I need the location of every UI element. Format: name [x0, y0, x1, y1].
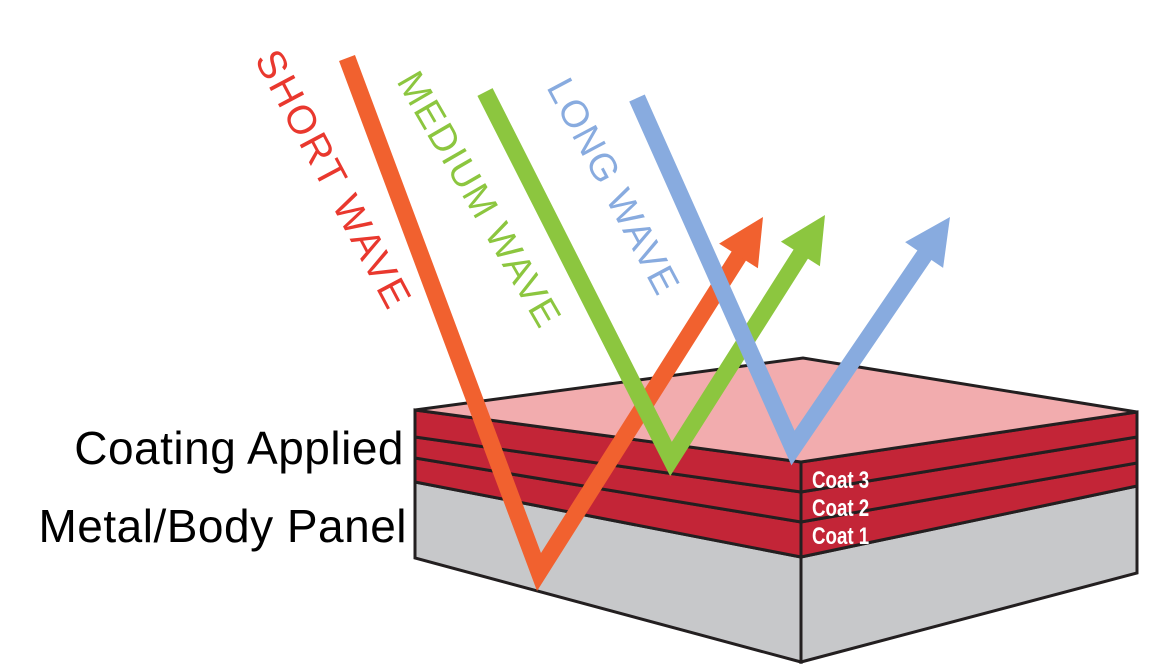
medium-wave-ray — [477, 88, 812, 477]
long-wave-ray — [629, 94, 936, 466]
coat-layer-labels: Coat 3 Coat 2 Coat 1 — [812, 467, 869, 550]
coat-2-label: Coat 2 — [812, 495, 869, 522]
coat-1-label: Coat 1 — [812, 523, 869, 550]
coating-applied-label: Coating Applied — [74, 422, 404, 474]
short-wave-arrowhead-icon — [719, 217, 763, 269]
long-wave-label: LONG WAVE — [538, 72, 687, 303]
medium-wave-arrowhead-icon — [780, 215, 825, 267]
short-wave-ray — [339, 55, 750, 592]
wave-rays — [339, 55, 950, 592]
coat-3-label: Coat 3 — [812, 467, 869, 494]
panel-side-labels: Coating Applied Metal/Body Panel — [38, 422, 407, 552]
wave-name-labels: SHORT WAVE MEDIUM WAVE LONG WAVE — [246, 43, 687, 336]
long-wave-arrowhead-icon — [905, 217, 950, 268]
metal-body-panel-label: Metal/Body Panel — [38, 500, 407, 552]
